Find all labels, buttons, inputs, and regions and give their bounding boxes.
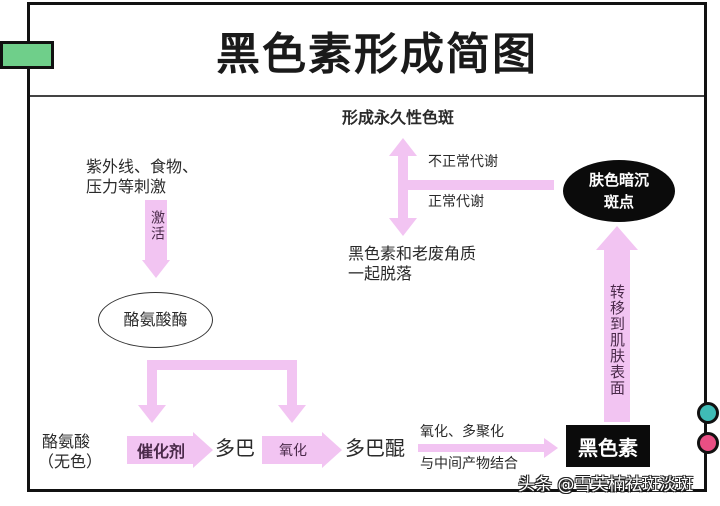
node-permanent-spots: 形成永久性色斑 (342, 108, 455, 127)
node-dark-spots: 肤色暗沉 斑点 (563, 160, 675, 222)
edge-oxidize-label: 氧化 (279, 443, 307, 459)
watermark: 头条 @雪芙楠祛斑淡斑 (518, 475, 694, 495)
edge-activate-label: 激活 (149, 210, 165, 242)
catalyst-arrow-head (193, 432, 213, 468)
node-melanin: 黑色素 (566, 425, 650, 467)
oxidize-arrow-head (322, 432, 342, 468)
node-tyrosinase: 酪氨酸酶 (98, 292, 213, 348)
edge-normal-label: 正常代谢 (428, 194, 484, 210)
node-tyrosine-line1: 酪氨酸 (42, 432, 91, 451)
decorative-green-tab (0, 41, 54, 69)
enzyme-connector-right (287, 360, 297, 408)
catalyst-arrow-shaft (127, 436, 195, 464)
normal-arrow-head (389, 218, 417, 236)
edge-transfer-label: 转移到肌肤表面 (608, 284, 626, 396)
edge-abnormal-label: 不正常代谢 (428, 154, 498, 170)
node-stimuli-line2: 压力等刺激 (86, 177, 167, 196)
oxidize-arrow-shaft (262, 436, 324, 464)
enzyme-connector-left (147, 360, 157, 408)
edge-catalyst-label: 催化剂 (136, 442, 185, 461)
activate-arrow-shaft (145, 200, 167, 260)
decorative-pink-dot (697, 432, 719, 454)
node-dopaquinone: 多巴醌 (345, 436, 405, 460)
node-shed-line2: 一起脱落 (348, 264, 413, 283)
node-shed-line1: 黑色素和老废角质 (348, 244, 477, 263)
node-stimuli-line1: 紫外线、食物、 (86, 157, 199, 176)
node-dopa: 多巴 (215, 436, 255, 460)
polymerize-arrow-head (544, 438, 558, 458)
enzyme-arrow-left-head (138, 405, 166, 423)
abnormal-arrow-head (389, 138, 417, 156)
edge-polymerize-below: 与中间产物结合 (420, 456, 518, 472)
title-band: 黑色素形成简图 (30, 5, 704, 97)
metabolism-split-shaft (398, 152, 408, 222)
node-tyrosinase-label: 酪氨酸酶 (123, 310, 188, 329)
enzyme-connector-top (147, 360, 297, 370)
enzyme-arrow-right-head (278, 405, 306, 423)
diagram-title: 黑色素形成简图 (216, 29, 538, 80)
decorative-teal-dot (697, 402, 719, 424)
transfer-arrow-shaft (604, 248, 630, 422)
polymerize-arrow-shaft (418, 444, 546, 452)
metabolism-connector (406, 180, 554, 190)
transfer-arrow-head (596, 226, 638, 250)
activate-arrow-head (142, 260, 170, 278)
node-tyrosine-line2: （无色） (38, 452, 103, 471)
node-dark-spots-line2: 斑点 (603, 193, 634, 211)
node-dark-spots-line1: 肤色暗沉 (588, 171, 649, 189)
edge-polymerize-above: 氧化、多聚化 (420, 424, 504, 440)
